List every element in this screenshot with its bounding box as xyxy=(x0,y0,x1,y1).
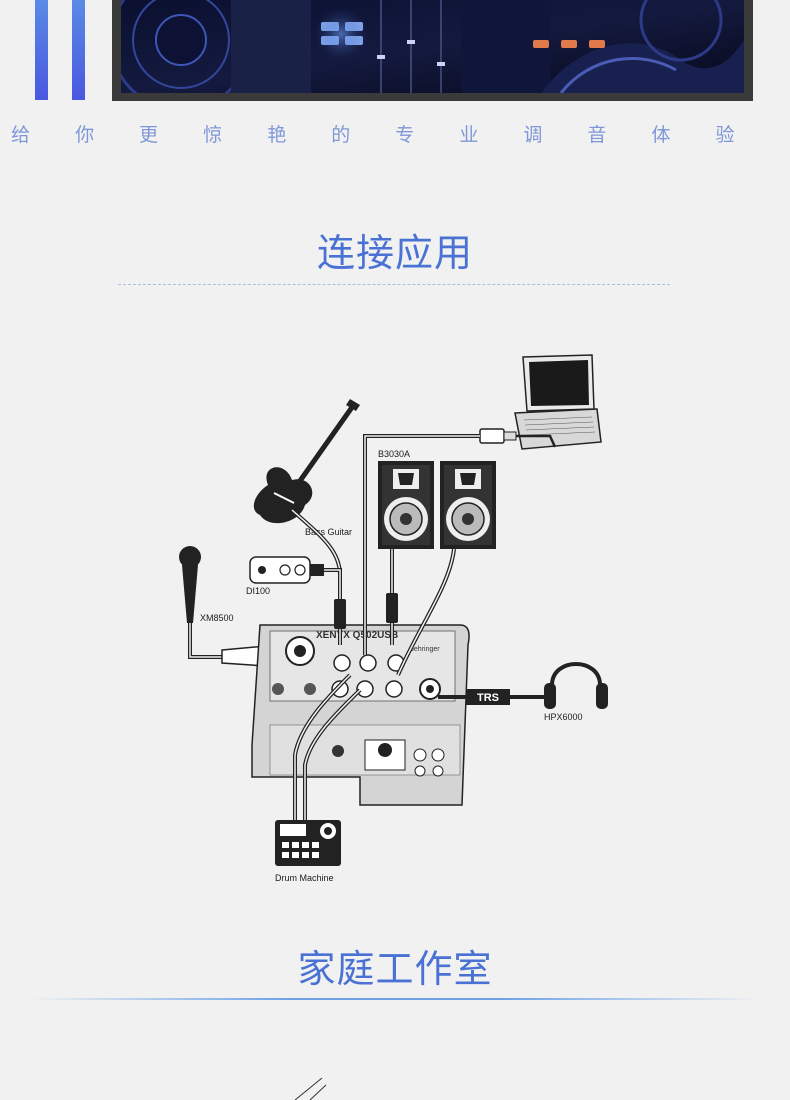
microphone-icon xyxy=(179,546,201,623)
partial-illustration xyxy=(294,1077,327,1100)
decorative-bar-left xyxy=(35,0,48,100)
label-headphones: HPX6000 xyxy=(544,712,583,722)
label-bass-guitar: Bass Guitar xyxy=(305,527,352,537)
label-di100: DI100 xyxy=(246,586,270,596)
laptop-icon xyxy=(514,354,602,450)
mixer-icon: XENYX Q502USB behringer xyxy=(251,624,470,806)
mixer-brand-label: behringer xyxy=(410,646,440,653)
di-box-icon xyxy=(249,556,324,584)
drum-machine-icon xyxy=(275,820,341,866)
label-monitors: B3030A xyxy=(378,449,410,459)
studio-monitor-icon-right xyxy=(440,461,496,549)
bass-guitar-icon xyxy=(253,399,360,524)
mixer-model-label: XENYX Q502USB xyxy=(316,630,398,641)
tagline: 给 你 更 惊 艳 的 专 业 调 音 体 验 xyxy=(11,124,754,146)
section-title-connection: 连接应用 xyxy=(316,231,473,275)
headphones-icon xyxy=(544,662,608,709)
section-divider-dashed xyxy=(118,284,670,285)
banner-photo xyxy=(112,0,753,101)
mixer-photo-image xyxy=(121,0,744,93)
label-trs: TRS xyxy=(477,692,499,704)
label-mic: XM8500 xyxy=(200,613,234,623)
connection-diagram-svg: B3030A Bass Guitar xyxy=(179,354,608,883)
decorative-bar-right xyxy=(72,0,85,100)
label-drum-machine: Drum Machine xyxy=(275,873,334,883)
usb-plug-icon xyxy=(479,428,517,444)
section-divider-gradient xyxy=(30,998,760,1000)
connection-diagram: B3030A Bass Guitar xyxy=(160,345,620,894)
section-title-home-studio: 家庭工作室 xyxy=(297,947,493,991)
studio-monitor-icon-left xyxy=(378,461,434,549)
